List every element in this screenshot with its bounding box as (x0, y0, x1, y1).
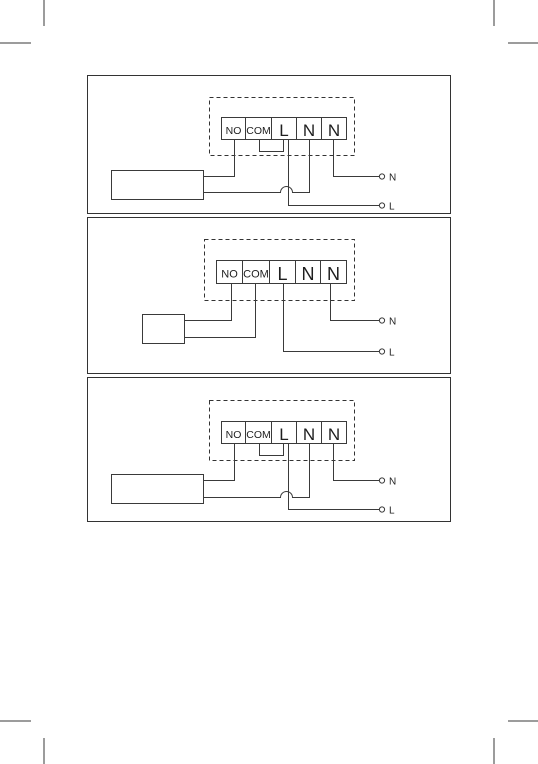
terminal-l-label: L (277, 264, 287, 284)
wiring-diagram-1: NO COM L N N N L (88, 76, 451, 214)
wire-no-load (185, 284, 232, 321)
terminal-end-l (379, 349, 384, 354)
terminal-n1-label: N (302, 264, 315, 284)
supply-l-label: L (389, 202, 395, 213)
terminal-n2-label: N (328, 121, 340, 140)
supply-n-label: N (389, 173, 396, 184)
wire-l-live (284, 284, 380, 352)
wire-n-supply (334, 444, 380, 481)
terminal-n1-label: N (303, 121, 315, 140)
terminal-com-label: COM (246, 429, 271, 441)
wire-com-load (185, 284, 256, 338)
terminal-no-label: NO (221, 269, 238, 281)
terminal-end-l (379, 203, 384, 208)
wiring-diagram-3: NO COM L N N N L (88, 378, 451, 522)
terminal-l-label: L (279, 121, 288, 140)
com-l-bridge (260, 140, 284, 152)
supply-l-label: L (389, 348, 395, 359)
supply-l-label: L (389, 506, 395, 517)
diagram-frame (88, 378, 451, 522)
load-device (112, 171, 204, 200)
terminal-no-label: NO (226, 125, 242, 137)
terminal-no-label: NO (226, 429, 242, 441)
terminal-n2-label: N (328, 425, 340, 444)
diagram-frame (88, 218, 451, 374)
terminal-com-label: COM (243, 269, 269, 281)
terminal-end-n (379, 174, 384, 179)
terminal-end-l (379, 507, 384, 512)
terminal-end-n (379, 478, 384, 483)
wire-load-neutral (204, 444, 310, 498)
supply-n-label: N (389, 477, 396, 488)
load-device (143, 315, 185, 344)
wire-load-neutral (204, 140, 310, 193)
wire-n-supply (334, 140, 380, 177)
terminal-end-n (379, 318, 384, 323)
terminal-l-label: L (279, 425, 288, 444)
terminal-com-label: COM (246, 125, 271, 137)
wiring-diagram-2: NO COM L N N N L (88, 218, 451, 374)
terminal-n1-label: N (303, 425, 315, 444)
com-l-bridge (260, 444, 284, 456)
load-device (112, 475, 204, 504)
terminal-n2-label: N (327, 264, 340, 284)
wire-no-load (204, 444, 235, 481)
supply-n-label: N (389, 317, 396, 328)
wire-no-load (204, 140, 235, 177)
